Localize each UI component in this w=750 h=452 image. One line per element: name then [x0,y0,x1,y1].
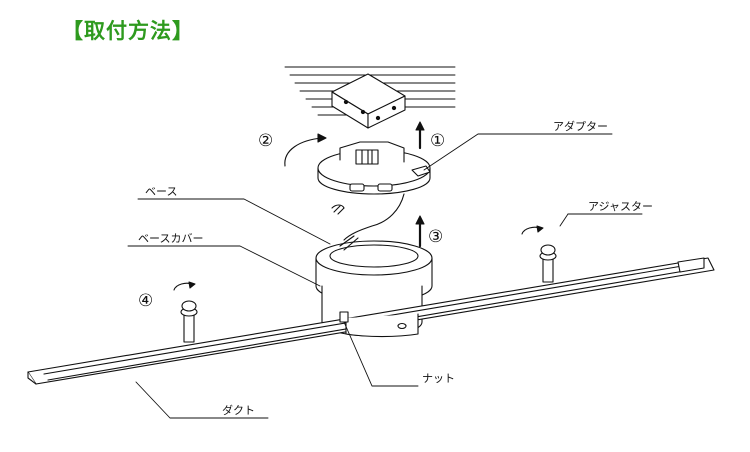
label-adapter: アダプター [553,119,608,133]
step-1-number: ① [430,131,445,151]
cord [343,193,405,241]
step-1-arrow [415,121,425,150]
label-base: ベース [145,185,177,198]
step-3-arrow [415,215,425,248]
step-3-number: ③ [428,227,443,247]
ceiling-box [331,73,406,129]
adjuster-right [521,225,557,283]
leader-lines [127,133,643,419]
label-duct: ダクト [222,403,255,417]
label-nut: ナット [422,372,455,385]
adjuster-left [173,281,198,343]
label-adjuster: アジャスター [588,200,653,213]
page-title: 【取付方法】 [62,19,194,43]
step-4-number: ④ [138,291,153,311]
screw-parts [331,204,345,215]
rotation-arrow-icon [284,133,327,167]
step-2-number: ② [258,131,273,151]
adapter [317,141,431,195]
label-base-cover: ベースカバー [138,232,203,245]
